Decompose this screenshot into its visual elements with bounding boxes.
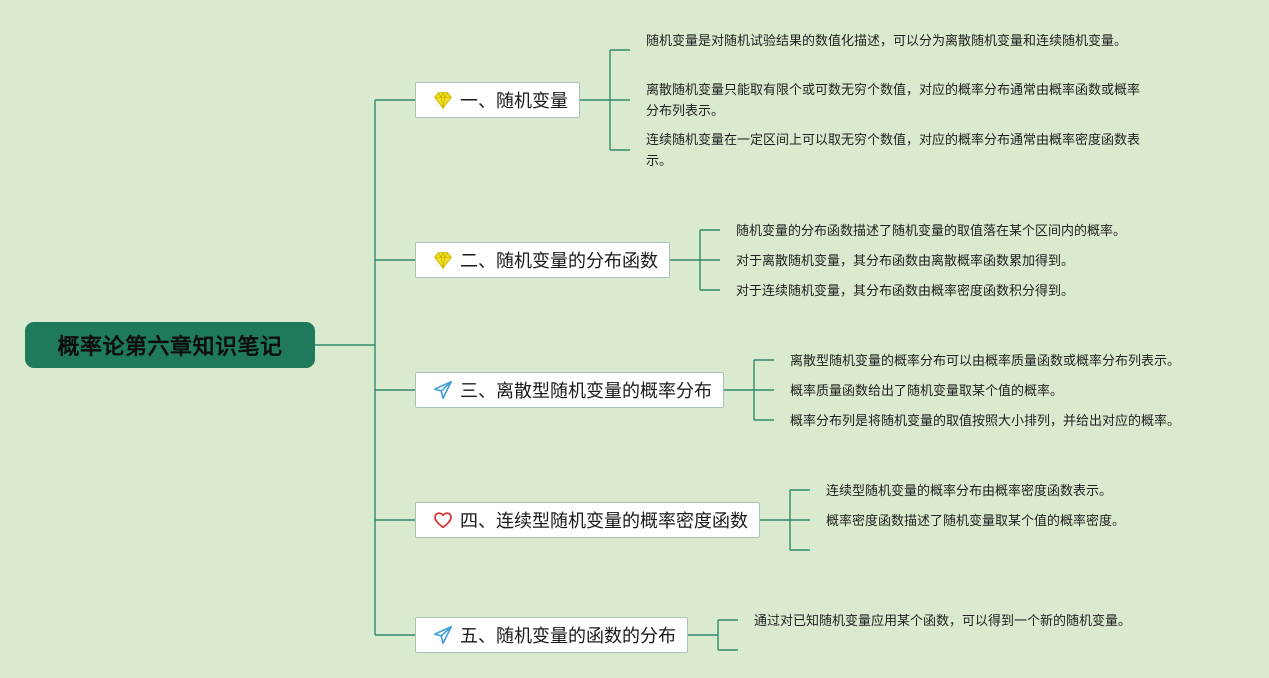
leaf-1-2[interactable]: 离散随机变量只能取有限个或可数无穷个数值，对应的概率分布通常由概率函数或概率分布… xyxy=(646,83,1141,119)
branch-topic-5[interactable]: 五、随机变量的函数的分布 xyxy=(415,617,688,653)
leaf-1-3[interactable]: 连续随机变量在一定区间上可以取无穷个数值，对应的概率分布通常由概率密度函数表示。 xyxy=(646,133,1141,169)
branch-topic-2[interactable]: 二、随机变量的分布函数 xyxy=(415,242,670,278)
leaf-3-1[interactable]: 离散型随机变量的概率分布可以由概率质量函数或概率分布列表示。 xyxy=(790,354,1181,369)
leaf-3-2[interactable]: 概率质量函数给出了随机变量取某个值的概率。 xyxy=(790,384,1064,399)
branch-label-1: 一、随机变量 xyxy=(460,91,568,112)
branch-topic-1[interactable]: 一、随机变量 xyxy=(415,82,580,118)
leaf-2-2[interactable]: 对于离散随机变量，其分布函数由离散概率函数累加得到。 xyxy=(736,254,1075,269)
paper-plane-icon xyxy=(432,624,454,646)
diamond-icon xyxy=(432,89,454,111)
leaf-4-2[interactable]: 概率密度函数描述了随机变量取某个值的概率密度。 xyxy=(826,514,1126,529)
branch-topic-3[interactable]: 三、离散型随机变量的概率分布 xyxy=(415,372,724,408)
leaf-1-1[interactable]: 随机变量是对随机试验结果的数值化描述，可以分为离散随机变量和连续随机变量。 xyxy=(646,34,1128,49)
branch-label-5: 五、随机变量的函数的分布 xyxy=(460,626,676,647)
branch-topic-4[interactable]: 四、连续型随机变量的概率密度函数 xyxy=(415,502,760,538)
branch-label-3: 三、离散型随机变量的概率分布 xyxy=(460,381,712,402)
leaf-3-3[interactable]: 概率分布列是将随机变量的取值按照大小排列，并给出对应的概率。 xyxy=(790,414,1181,429)
paper-plane-icon xyxy=(432,379,454,401)
leaf-5-1[interactable]: 通过对已知随机变量应用某个函数，可以得到一个新的随机变量。 xyxy=(754,614,1132,629)
diamond-icon xyxy=(432,249,454,271)
heart-icon xyxy=(432,509,454,531)
branch-label-2: 二、随机变量的分布函数 xyxy=(460,251,658,272)
leaf-2-1[interactable]: 随机变量的分布函数描述了随机变量的取值落在某个区间内的概率。 xyxy=(736,224,1127,239)
leaf-4-1[interactable]: 连续型随机变量的概率分布由概率密度函数表示。 xyxy=(826,484,1113,499)
branch-label-4: 四、连续型随机变量的概率密度函数 xyxy=(460,511,748,532)
root-topic[interactable]: 概率论第六章知识笔记 xyxy=(25,322,315,368)
leaf-2-3[interactable]: 对于连续随机变量，其分布函数由概率密度函数积分得到。 xyxy=(736,284,1075,299)
